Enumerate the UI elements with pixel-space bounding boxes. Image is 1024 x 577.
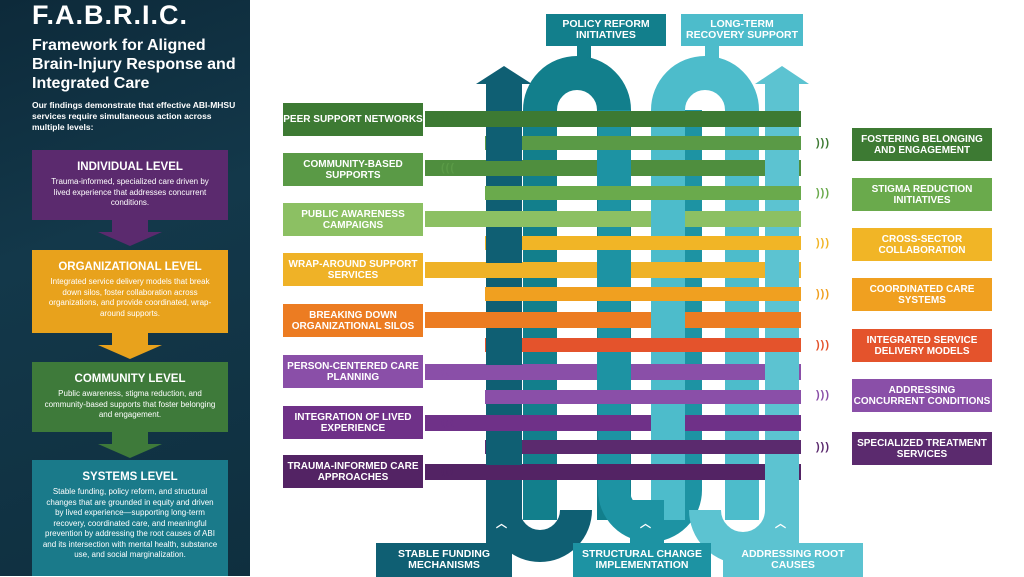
root-causes-box: ADDRESSING ROOT CAUSES — [723, 543, 863, 577]
weave-band — [425, 312, 801, 328]
overlap — [597, 250, 631, 287]
down-arrow-icon — [98, 345, 162, 359]
weave-band — [425, 464, 801, 480]
right-label-concurrent-conditions: ADDRESSING CONCURRENT CONDITIONS — [852, 379, 992, 412]
overlap — [597, 150, 631, 186]
right-label-specialized-treatment: SPECIALIZED TREATMENT SERVICES — [852, 432, 992, 465]
left-signal-icon: ((( — [441, 465, 455, 477]
overlap — [651, 200, 685, 236]
arrow-stem — [112, 432, 148, 444]
connector-top-light — [705, 46, 719, 74]
up-signal-icon: ︿ — [640, 518, 652, 530]
left-signal-icon: ((( — [441, 262, 455, 274]
overlap — [651, 301, 685, 338]
arrow-stem — [112, 220, 148, 232]
organizational-level-desc: Integrated service delivery models that … — [48, 277, 212, 318]
down-arrow-icon — [98, 444, 162, 458]
left-label-lived-experience: INTEGRATION OF LIVED EXPERIENCE — [283, 406, 423, 439]
interlace-overlaps — [486, 127, 799, 484]
right-signal-icon: ))) — [816, 137, 830, 149]
left-label-wrap-around: WRAP-AROUND SUPPORT SERVICES — [283, 253, 423, 286]
organizational-level-title: ORGANIZATIONAL LEVEL — [58, 261, 202, 273]
right-signal-icon: ))) — [816, 288, 830, 300]
left-signal-icon: ((( — [441, 162, 455, 174]
overlap — [486, 328, 522, 365]
weave-band — [425, 111, 801, 127]
structural-change-box: STRUCTURAL CHANGE IMPLEMENTATION — [573, 543, 711, 577]
right-signal-icon: ))) — [816, 441, 830, 453]
up-arrow-icon — [755, 66, 809, 84]
systems-level-title: SYSTEMS LEVEL — [82, 471, 178, 483]
up-signal-icon: ︿ — [775, 518, 787, 530]
weave-band — [425, 415, 801, 431]
right-signal-icon: ))) — [816, 339, 830, 351]
framework-title: F.A.B.R.I.C. — [32, 0, 189, 30]
stable-funding-box: STABLE FUNDING MECHANISMS — [376, 543, 512, 577]
weave-band — [485, 287, 801, 301]
weave-band — [485, 136, 801, 150]
up-arrow-icon — [476, 66, 532, 84]
connector-light — [765, 500, 799, 544]
systems-level-card: SYSTEMS LEVEL Stable funding, policy ref… — [32, 460, 228, 576]
community-level-card: COMMUNITY LEVEL Public awareness, stigma… — [32, 362, 228, 432]
community-level-desc: Public awareness, stigma reduction, and … — [44, 389, 216, 419]
horizontal-strands — [425, 111, 801, 480]
overlap — [486, 431, 522, 465]
left-label-public-awareness: PUBLIC AWARENESS CAMPAIGNS — [283, 203, 423, 236]
long-term-recovery-box: LONG-TERM RECOVERY SUPPORT — [681, 14, 803, 46]
organizational-level-card: ORGANIZATIONAL LEVEL Integrated service … — [32, 250, 228, 333]
weave-band — [485, 236, 801, 250]
left-signal-icon: ((( — [441, 212, 455, 224]
left-label-community-based: COMMUNITY-BASED SUPPORTS — [283, 153, 423, 186]
left-label-breaking-silos: BREAKING DOWN ORGANIZATIONAL SILOS — [283, 304, 423, 337]
down-arrow-icon — [98, 232, 162, 246]
up-signal-icon: ︿ — [711, 51, 723, 63]
intro-text: Our findings demonstrate that effective … — [32, 100, 236, 132]
policy-reform-box: POLICY REFORM INITIATIVES — [546, 14, 666, 46]
overlap — [765, 454, 799, 484]
individual-level-card: INDIVIDUAL LEVEL Trauma-informed, specia… — [32, 150, 228, 220]
right-signal-icon: ))) — [816, 389, 830, 401]
right-signal-icon: ))) — [816, 187, 830, 199]
overlap — [765, 250, 799, 287]
right-label-integrated-service: INTEGRATED SERVICE DELIVERY MODELS — [852, 329, 992, 362]
overlap — [486, 127, 522, 161]
overlap — [765, 150, 799, 186]
left-label-person-centered: PERSON-CENTERED CARE PLANNING — [283, 355, 423, 388]
left-label-trauma-informed: TRAUMA-INFORMED CARE APPROACHES — [283, 455, 423, 488]
individual-level-title: INDIVIDUAL LEVEL — [77, 161, 183, 173]
left-signal-icon: ((( — [441, 416, 455, 428]
arrow-stem — [112, 333, 148, 345]
up-signal-icon: ︿ — [496, 518, 508, 530]
connector-mid — [630, 500, 664, 544]
overlap — [597, 352, 631, 390]
weave-band — [485, 440, 801, 454]
weave-band — [485, 186, 801, 200]
left-signal-icon: ((( — [441, 112, 455, 124]
right-signal-icon: ))) — [816, 237, 830, 249]
left-signal-icon: ((( — [441, 365, 455, 377]
up-signal-icon: ︿ — [583, 51, 595, 63]
individual-level-desc: Trauma-informed, specialized care driven… — [51, 177, 209, 207]
right-label-coordinated-care: COORDINATED CARE SYSTEMS — [852, 278, 992, 311]
overlap — [651, 404, 685, 440]
connector-top-teal — [577, 46, 591, 74]
overlap — [486, 227, 522, 263]
right-label-stigma: STIGMA REDUCTION INITIATIVES — [852, 178, 992, 211]
connector-dark — [486, 500, 522, 544]
right-label-cross-sector: CROSS-SECTOR COLLABORATION — [852, 228, 992, 261]
overlap — [765, 352, 799, 390]
sidebar: F.A.B.R.I.C. Framework for Aligned Brain… — [0, 0, 250, 576]
left-label-peer-support: PEER SUPPORT NETWORKS — [283, 103, 423, 136]
right-label-belonging: FOSTERING BELONGING AND ENGAGEMENT — [852, 128, 992, 161]
systems-level-desc: Stable funding, policy reform, and struc… — [42, 487, 218, 559]
weave-band — [425, 211, 801, 227]
weave-band — [485, 338, 801, 352]
weave-band — [485, 390, 801, 404]
framework-subtitle: Framework for Aligned Brain-Injury Respo… — [32, 37, 236, 92]
community-level-title: COMMUNITY LEVEL — [74, 373, 186, 385]
left-signal-icon: ((( — [441, 313, 455, 325]
